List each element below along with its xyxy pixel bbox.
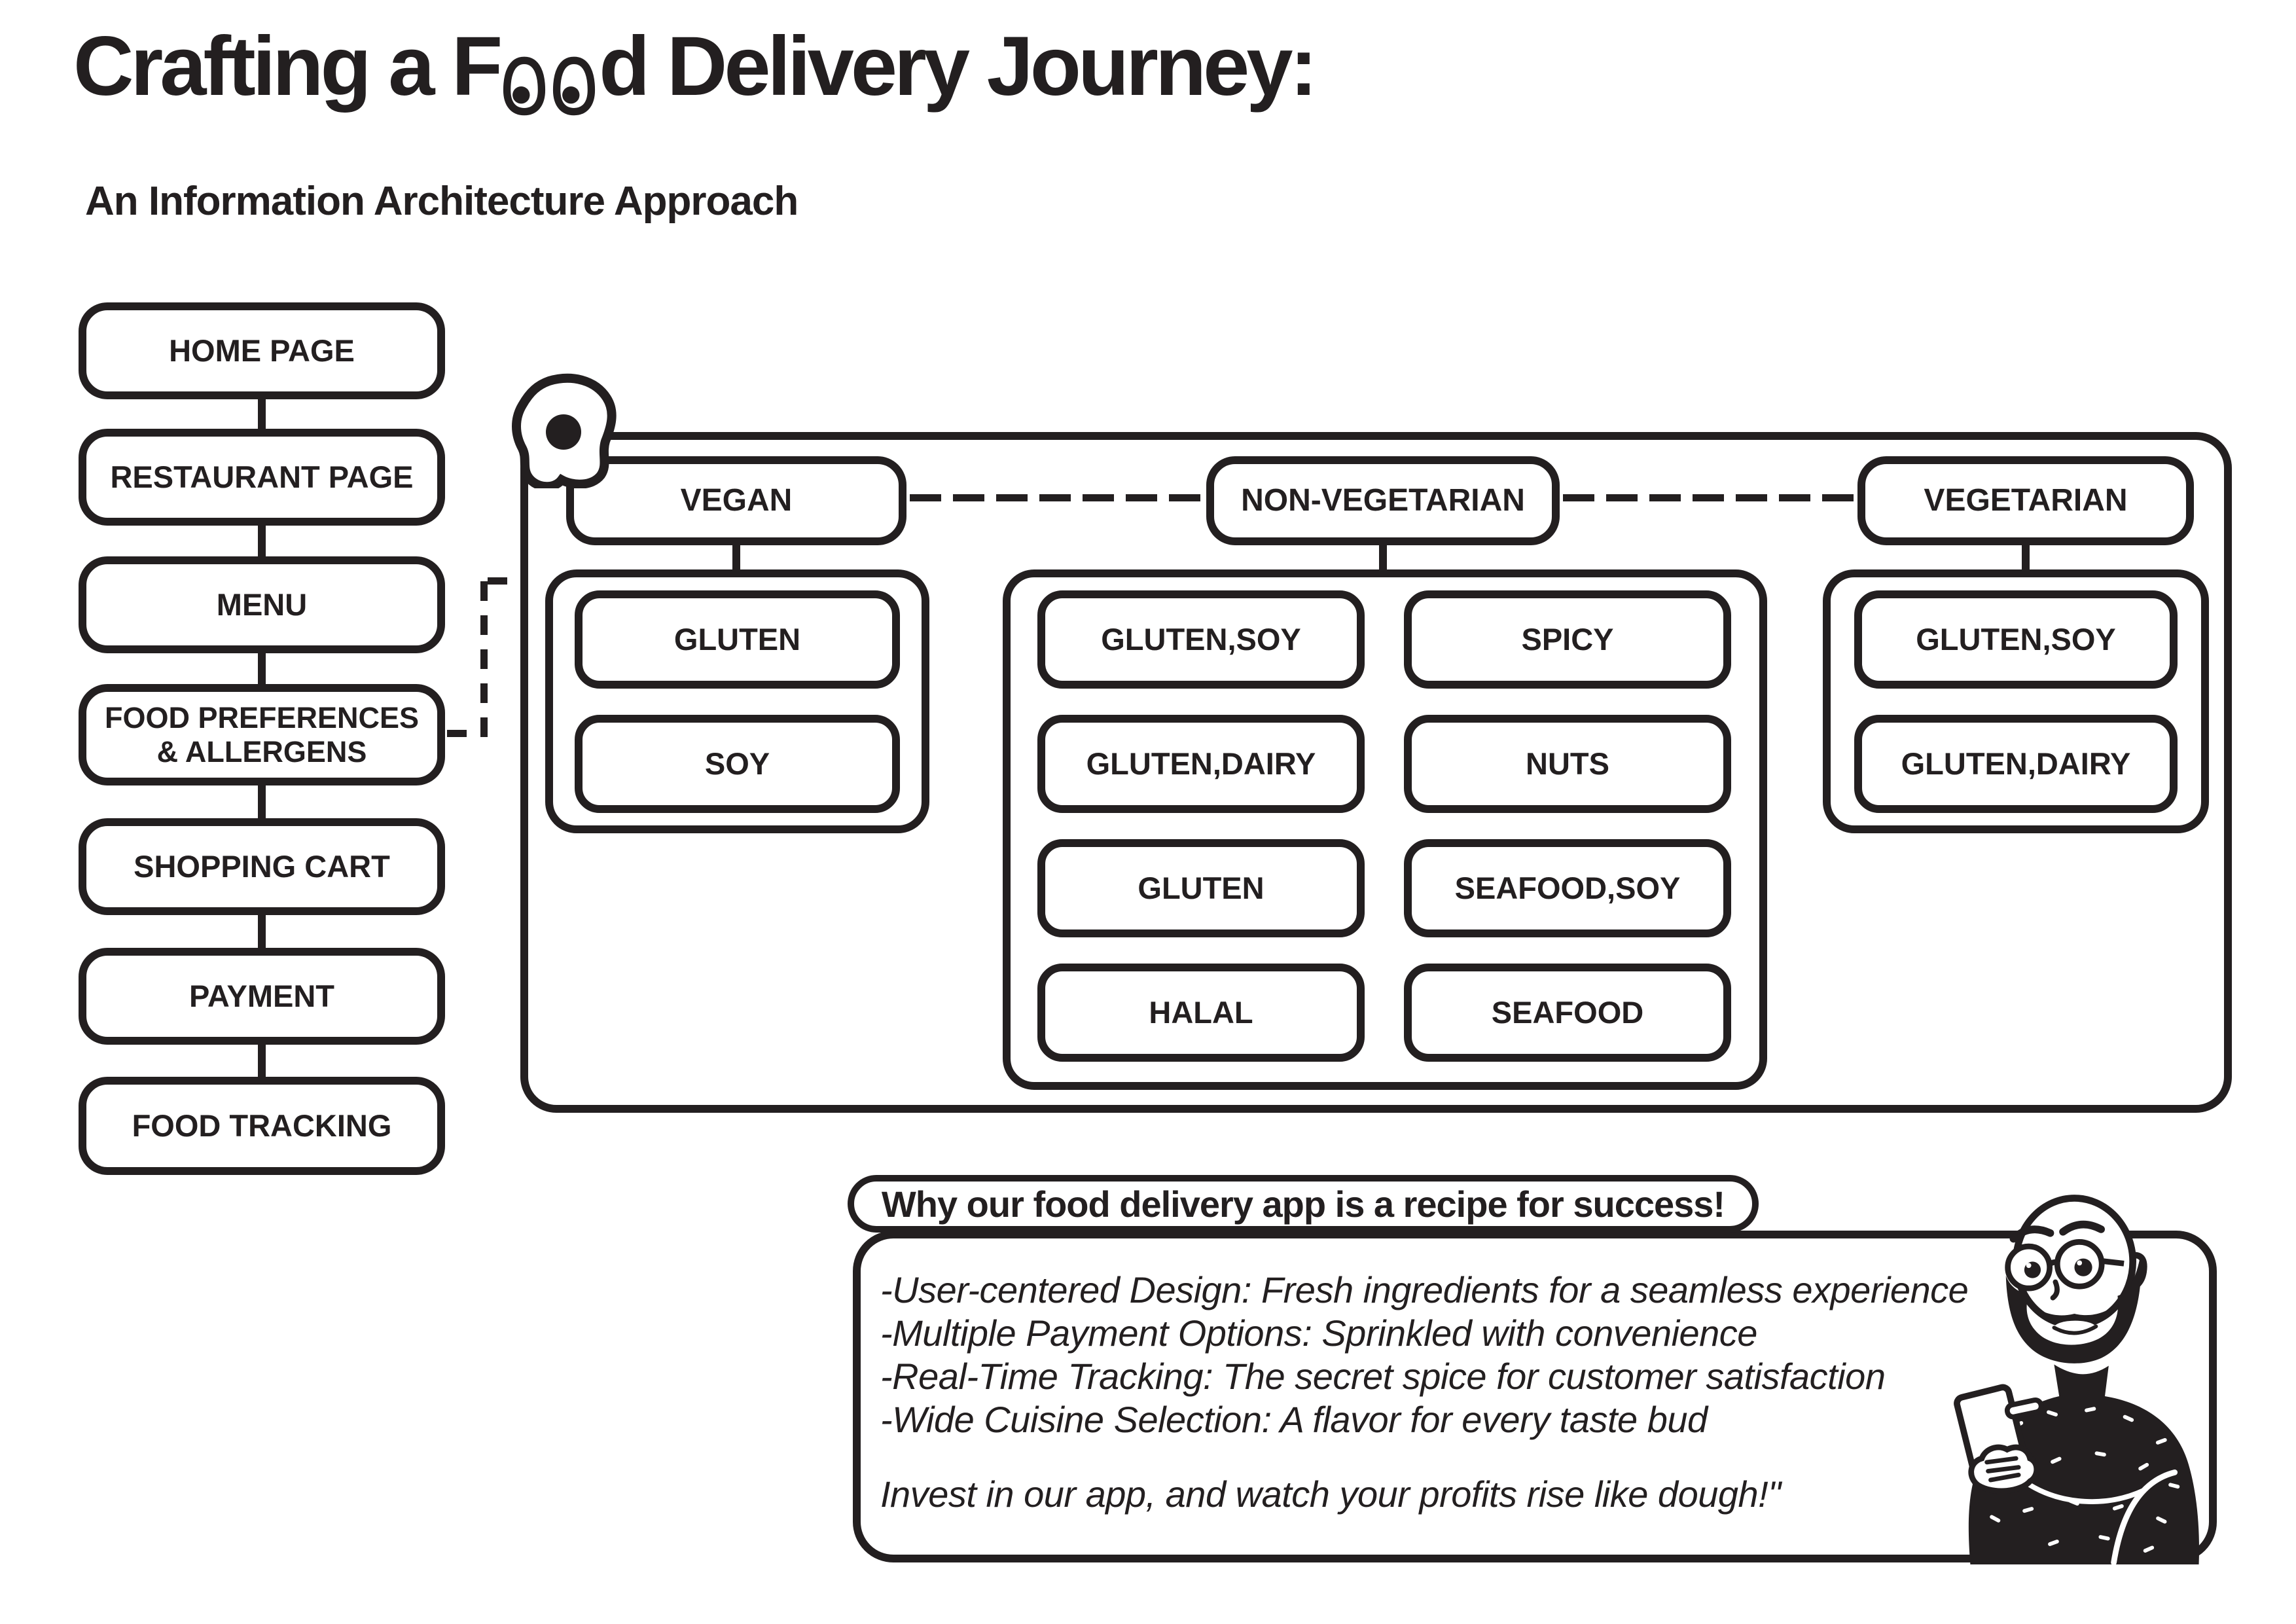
allergen-nonveg-nuts: NUTS: [1404, 715, 1731, 813]
allergen-nonveg-gluten-dairy: GLUTEN,DAIRY: [1037, 715, 1365, 813]
allergen-label: NUTS: [1526, 746, 1609, 781]
allergen-vegan-gluten: GLUTEN: [575, 590, 900, 689]
flow-node-label: RESTAURANT PAGE: [110, 459, 414, 494]
page-title: Crafting a F d Delivery Journey:: [73, 18, 1318, 115]
flow-connector: [258, 398, 266, 430]
pitch-text: -User-centered Design: Fresh ingredients…: [880, 1269, 2163, 1516]
category-non-vegetarian: NON-VEGETARIAN: [1206, 456, 1560, 545]
egg-letter-icon: [552, 40, 596, 115]
flow-connector: [258, 784, 266, 820]
man-with-phone-illustration: [1949, 1187, 2219, 1566]
flow-node-label: PAYMENT: [189, 978, 334, 1013]
category-link-dashed: [1563, 494, 1856, 501]
allergen-veg-gluten-dairy: GLUTEN,DAIRY: [1854, 715, 2178, 813]
egg-letter-icon: [503, 40, 546, 115]
pitch-closing: Invest in our app, and watch your profit…: [880, 1473, 1781, 1515]
flow-node-label: HOME PAGE: [169, 333, 355, 368]
allergen-nonveg-halal: HALAL: [1037, 964, 1365, 1062]
allergen-label: GLUTEN: [1138, 870, 1265, 905]
allergen-veg-gluten-soy: GLUTEN,SOY: [1854, 590, 2178, 689]
category-label: VEGETARIAN: [1924, 483, 2128, 518]
title-text-prefix: Crafting a F: [73, 20, 503, 113]
flow-node-food-tracking: FOOD TRACKING: [79, 1077, 445, 1175]
allergen-nonveg-spicy: SPICY: [1404, 590, 1731, 689]
flow-node-label: MENU: [216, 586, 308, 622]
flow-connector: [258, 914, 266, 949]
allergen-label: HALAL: [1149, 994, 1253, 1030]
flow-node-label: FOOD TRACKING: [132, 1108, 392, 1143]
flow-connector: [258, 1043, 266, 1078]
allergen-label: GLUTEN,SOY: [1916, 621, 2116, 657]
fried-egg-icon: [507, 373, 620, 492]
category-vegan: VEGAN: [566, 456, 906, 545]
allergen-label: GLUTEN,SOY: [1101, 621, 1301, 657]
flow-node-shopping-cart: SHOPPING CART: [79, 818, 445, 915]
title-text-suffix: d Delivery Journey:: [599, 20, 1318, 113]
pitch-heading: Why our food delivery app is a recipe fo…: [881, 1183, 1725, 1225]
flow-node-label: FOOD PREFERENCES & ALLERGENS: [104, 700, 420, 768]
pitch-bullet: -Wide Cuisine Selection: A flavor for ev…: [880, 1399, 1708, 1440]
allergen-vegan-soy: SOY: [575, 715, 900, 813]
allergen-nonveg-seafood-soy: SEAFOOD,SOY: [1404, 839, 1731, 937]
category-link-dashed: [910, 494, 1204, 501]
category-label: VEGAN: [680, 483, 793, 518]
flow-node-food-preferences: FOOD PREFERENCES & ALLERGENS: [79, 684, 445, 785]
preferences-link-dashed: [480, 581, 488, 737]
allergen-label: SEAFOOD: [1491, 994, 1644, 1030]
category-label: NON-VEGETARIAN: [1241, 483, 1525, 518]
allergen-label: GLUTEN,DAIRY: [1086, 746, 1316, 781]
flow-node-label: SHOPPING CART: [134, 848, 390, 884]
pitch-heading-pill: Why our food delivery app is a recipe fo…: [848, 1175, 1759, 1233]
flow-node-restaurant-page: RESTAURANT PAGE: [79, 429, 445, 526]
allergen-nonveg-gluten: GLUTEN: [1037, 839, 1365, 937]
category-connector: [732, 544, 740, 571]
flow-node-payment: PAYMENT: [79, 948, 445, 1045]
allergen-label: SOY: [704, 746, 770, 781]
flow-connector: [258, 524, 266, 558]
category-vegetarian: VEGETARIAN: [1857, 456, 2194, 545]
allergen-label: SEAFOOD,SOY: [1454, 870, 1681, 905]
allergen-nonveg-gluten-soy: GLUTEN,SOY: [1037, 590, 1365, 689]
beard: [2005, 1255, 2142, 1363]
category-connector: [2022, 544, 2030, 571]
preferences-link-dashed: [447, 730, 488, 737]
pitch-bullet: -Multiple Payment Options: Sprinkled wit…: [880, 1312, 1757, 1354]
pitch-bullet: -Real-Time Tracking: The secret spice fo…: [880, 1356, 1886, 1397]
head: [2005, 1195, 2147, 1363]
allergen-label: SPICY: [1521, 621, 1614, 657]
page-subtitle: An Information Architecture Approach: [85, 179, 798, 224]
allergen-nonveg-seafood: SEAFOOD: [1404, 964, 1731, 1062]
allergen-label: GLUTEN,DAIRY: [1901, 746, 2131, 781]
preferences-link-dashed: [488, 577, 522, 585]
flow-connector: [258, 652, 266, 685]
category-connector: [1379, 544, 1387, 571]
pitch-bullet: -User-centered Design: Fresh ingredients…: [880, 1269, 1969, 1310]
allergen-label: GLUTEN: [673, 621, 801, 657]
flow-node-menu: MENU: [79, 556, 445, 653]
flow-node-home-page: HOME PAGE: [79, 302, 445, 399]
